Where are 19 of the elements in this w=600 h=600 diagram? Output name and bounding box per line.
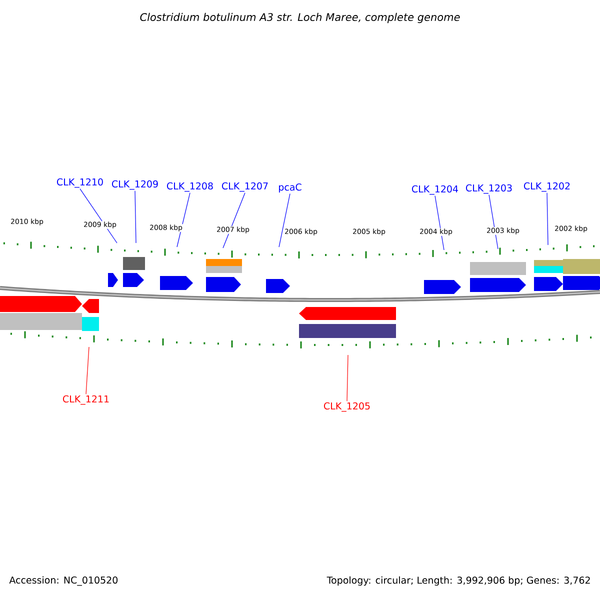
leader-line: [278, 193, 290, 248]
title: Clostridium botulinum A3 str. Loch Maree, complete genome: [140, 12, 460, 24]
gene-label: CLK_1203: [466, 184, 512, 194]
gene-label: CLK_1210: [57, 178, 103, 188]
leader-line: [176, 192, 190, 248]
gene-label: CLK_1204: [412, 185, 458, 195]
gene-label: CLK_1207: [222, 182, 268, 192]
topology-text: Topology: circular; Length: 3,992,906 bp; Genes: 3,762: [326, 576, 590, 586]
leader-line: [346, 354, 348, 402]
leader-line: [134, 190, 136, 244]
leader-line: [86, 346, 90, 394]
leader-line: [546, 192, 548, 246]
gene-label: CLK_1205: [324, 402, 370, 412]
accession-text: Accession: NC_010520: [9, 576, 118, 586]
gene-label: pcaC: [279, 183, 302, 193]
gene-label: CLK_1208: [167, 182, 213, 192]
gene-label: CLK_1202: [524, 182, 570, 192]
gene-label: CLK_1211: [63, 395, 109, 405]
gene-label: CLK_1209: [112, 180, 158, 190]
